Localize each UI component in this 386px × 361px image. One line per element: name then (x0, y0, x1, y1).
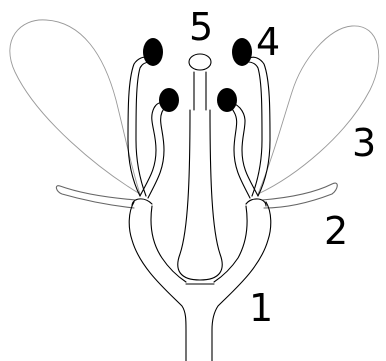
anther (143, 38, 163, 66)
stamen-filament (148, 106, 168, 198)
receptacle (129, 202, 186, 361)
anther (217, 88, 237, 112)
label-pistil: 5 (189, 8, 213, 46)
pistil-ovary (178, 110, 222, 280)
right-sepal (262, 183, 337, 208)
left-sepal (56, 186, 136, 208)
receptacle (212, 202, 271, 361)
label-sepal: 2 (324, 212, 348, 250)
label-receptacle: 1 (249, 289, 273, 327)
anther (232, 38, 252, 66)
receptacle-inner (214, 206, 247, 282)
stamen-filament (228, 102, 258, 196)
stamen-filament (248, 62, 262, 196)
stamen-filament (136, 62, 150, 196)
anther (159, 88, 179, 112)
receptacle-cap (246, 199, 266, 206)
left-petal (10, 20, 140, 194)
receptacle-cap (132, 199, 152, 206)
pistil-style (194, 72, 206, 110)
label-petal: 3 (352, 124, 376, 162)
stamen-filament (140, 102, 164, 196)
receptacle-inner (151, 206, 186, 282)
label-stamen: 4 (256, 23, 280, 61)
stamen-filament (226, 106, 250, 198)
pistil-stigma (189, 54, 211, 70)
